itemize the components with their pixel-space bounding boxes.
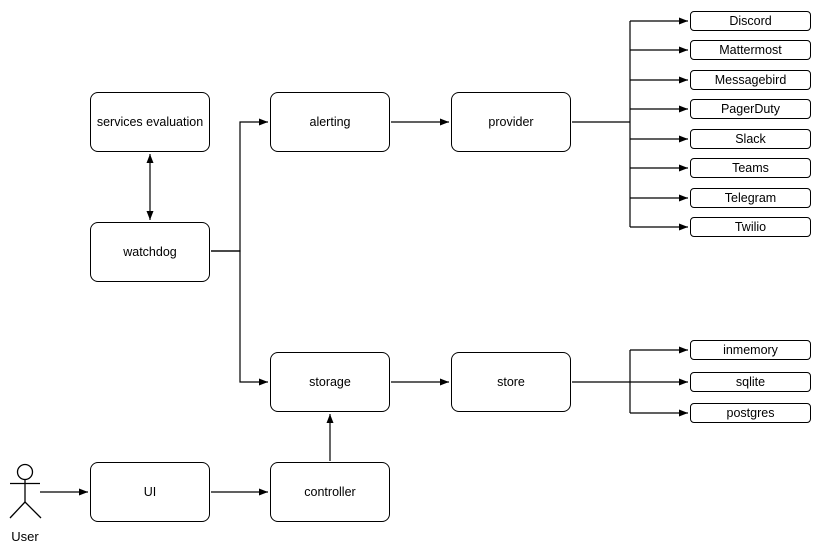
- leaf-inmemory: inmemory: [690, 340, 811, 360]
- node-label: provider: [488, 114, 534, 129]
- leaf-label: postgres: [726, 406, 775, 420]
- leaf-sqlite: sqlite: [690, 372, 811, 392]
- leaf-discord: Discord: [690, 11, 811, 31]
- node-label: controller: [304, 484, 356, 499]
- leaf-teams: Teams: [690, 158, 811, 178]
- node-label: services evaluation: [96, 114, 204, 129]
- user-legs: [9, 501, 42, 519]
- edge-watchdog-storage: [211, 250, 268, 386]
- node-controller: controller: [270, 462, 390, 522]
- node-store: store: [451, 352, 571, 412]
- node-provider: provider: [451, 92, 571, 152]
- user-actor-label: User: [11, 529, 39, 544]
- leaf-mattermost: Mattermost: [690, 40, 811, 60]
- node-ui: UI: [90, 462, 210, 522]
- node-alerting: alerting: [270, 92, 390, 152]
- leaf-label: Teams: [732, 161, 769, 175]
- user-head: [16, 463, 34, 481]
- leaf-messagebird: Messagebird: [690, 70, 811, 90]
- leaf-twilio: Twilio: [690, 217, 811, 237]
- node-storage: storage: [270, 352, 390, 412]
- leaf-label: sqlite: [735, 375, 766, 389]
- node-watchdog: watchdog: [90, 222, 210, 282]
- leaf-label: Discord: [729, 14, 772, 28]
- leaf-pagerduty: PagerDuty: [690, 99, 811, 119]
- edge-watchdog-alerting: [211, 118, 268, 252]
- leaf-label: Messagebird: [714, 73, 787, 87]
- edge-store-trunk: [572, 350, 631, 413]
- leaf-telegram: Telegram: [690, 188, 811, 208]
- leaf-label: PagerDuty: [720, 102, 781, 116]
- leaf-label: Twilio: [734, 220, 767, 234]
- node-label: UI: [143, 484, 157, 499]
- node-label: alerting: [309, 114, 351, 129]
- node-label: store: [497, 374, 525, 389]
- leaf-label: Mattermost: [719, 43, 782, 57]
- edge-provider-trunk: [572, 21, 631, 227]
- leaf-postgres: postgres: [690, 403, 811, 423]
- node-label: storage: [309, 374, 351, 389]
- leaf-label: Telegram: [724, 191, 777, 205]
- leaf-slack: Slack: [690, 129, 811, 149]
- leaf-label: inmemory: [723, 343, 778, 357]
- node-services-evaluation: services evaluation: [90, 92, 210, 152]
- user-stick-figure: [9, 463, 42, 519]
- node-label: watchdog: [123, 244, 177, 259]
- leaf-label: Slack: [735, 132, 766, 146]
